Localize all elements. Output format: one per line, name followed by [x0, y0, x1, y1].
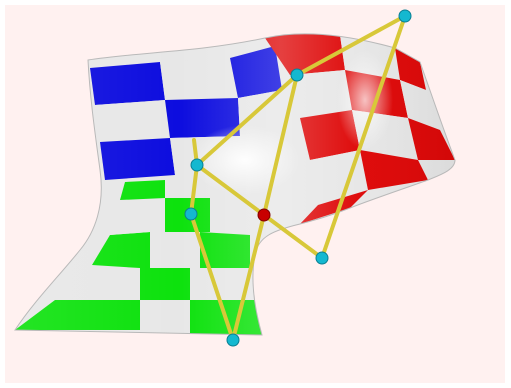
- joint-left-upper[interactable]: [191, 159, 203, 171]
- joint-right-lower[interactable]: [316, 252, 328, 264]
- joint-left-lower[interactable]: [185, 208, 197, 220]
- joint-top-middle[interactable]: [291, 69, 303, 81]
- joint-top-right[interactable]: [399, 10, 411, 22]
- joint-bottom[interactable]: [227, 334, 239, 346]
- joint-center[interactable]: [258, 209, 270, 221]
